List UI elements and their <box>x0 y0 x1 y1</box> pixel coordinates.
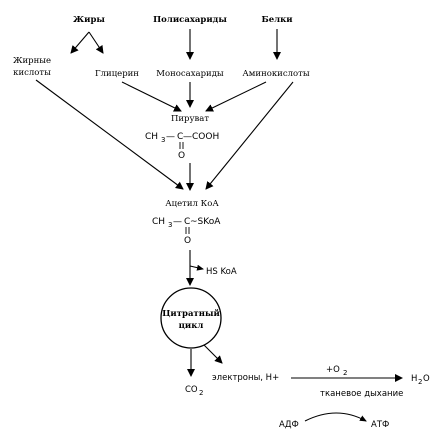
monosaccharides-label: Моносахариды <box>156 69 224 79</box>
arrow-hs-koa-release <box>189 264 204 271</box>
citrate-cycle-label-line1: Цитратный <box>162 308 220 319</box>
pyruvate-dash: — <box>166 132 175 142</box>
acetyl-coa-label: Ацетил КоА <box>165 199 219 209</box>
acetyl-sub3: 3 <box>168 221 172 229</box>
amino-acids-label: Аминокислоты <box>242 69 309 79</box>
acetyl-skoa: ~SKoA <box>190 217 221 227</box>
water-h: H <box>411 374 417 384</box>
arrow-adp-to-atp <box>304 412 367 422</box>
water-o: O <box>423 374 430 384</box>
arrow-cycle-to-electrons <box>203 344 223 364</box>
arrow-fats-to-glycerol <box>88 31 104 54</box>
polysaccharides-label: Полисахариды <box>153 15 227 25</box>
acetyl-ch: CH <box>152 217 165 227</box>
arrow-fats-to-fatty-acids <box>70 31 90 54</box>
pyruvate-carbon: C <box>177 132 183 142</box>
arrow-amino-acids-to-acetyl-coa <box>205 81 294 190</box>
pyruvate-cooh: —COOH <box>183 132 219 142</box>
o2-subscript: 2 <box>343 369 347 377</box>
fats-label: Жиры <box>73 15 105 25</box>
tissue-respiration-label: тканевое дыхание <box>320 389 403 399</box>
fatty-acids-label-line2: кислоты <box>13 68 51 78</box>
citrate-cycle-label-line2: цикл <box>179 321 204 331</box>
pyruvate-formula: CH 3 — C —COOH O <box>145 132 219 161</box>
co2-label: CO <box>185 385 198 395</box>
pyruvate-oxygen: O <box>178 151 185 161</box>
acetyl-carbon: C <box>184 217 190 227</box>
adp-label: АДФ <box>279 420 299 430</box>
acetyl-coa-formula: CH 3 — C ~SKoA O <box>152 217 221 246</box>
proteins-label: Белки <box>261 15 293 25</box>
citrate-cycle-circle <box>160 287 222 349</box>
pyruvate-label: Пируват <box>171 114 209 124</box>
fatty-acids-label-line1: Жирные <box>13 56 51 66</box>
pyruvate-ch: CH <box>145 132 158 142</box>
hs-koa-label: HS KoA <box>206 267 237 277</box>
water-subscript: 2 <box>418 378 422 386</box>
pyruvate-sub3: 3 <box>161 136 165 144</box>
o2-plus-label: +O <box>326 365 340 375</box>
arrow-glycerol-to-pyruvate <box>121 81 182 112</box>
co2-subscript: 2 <box>199 389 203 397</box>
acetyl-oxygen: O <box>184 236 191 246</box>
electrons-label: электроны, H+ <box>212 373 279 383</box>
arrow-fatty-acids-to-acetyl-coa <box>35 79 184 190</box>
glycerol-label: Глицерин <box>95 69 139 79</box>
arrow-amino-acids-to-pyruvate <box>205 81 267 112</box>
acetyl-dash: — <box>173 217 182 227</box>
atp-label: АТФ <box>371 420 389 430</box>
